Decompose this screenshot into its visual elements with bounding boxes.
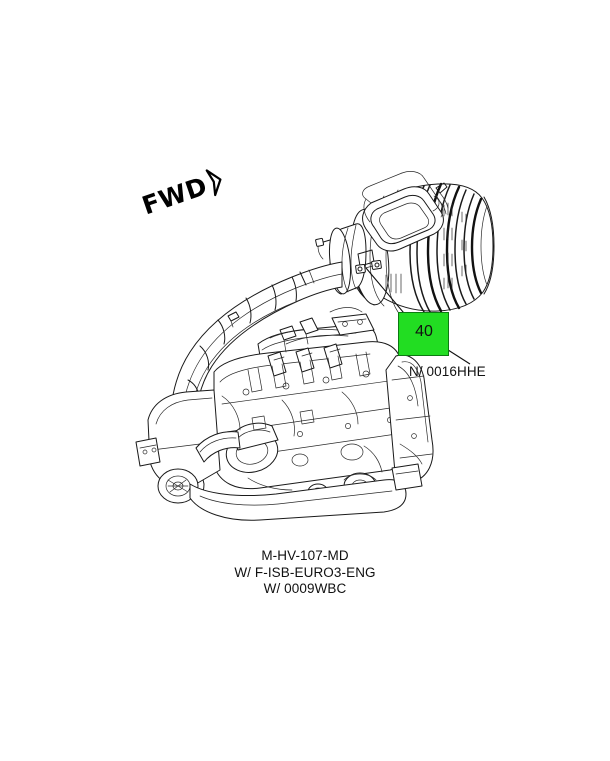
air-cleaner-assembly — [315, 171, 495, 313]
caption-line-3: W/ 0009WBC — [263, 581, 347, 596]
callout-number: 40 — [415, 323, 433, 340]
callout-highlight-box-40[interactable] — [398, 312, 449, 356]
part-reference-label: N/ 0016HHE — [409, 364, 486, 379]
engine-block — [135, 307, 434, 521]
caption-line-1: M-HV-107-MD — [261, 548, 349, 563]
figure-caption: M-HV-107-MD W/ F-ISB-EURO3-ENG W/ 0009WB… — [0, 548, 610, 598]
caption-line-2: W/ F-ISB-EURO3-ENG — [234, 564, 376, 580]
